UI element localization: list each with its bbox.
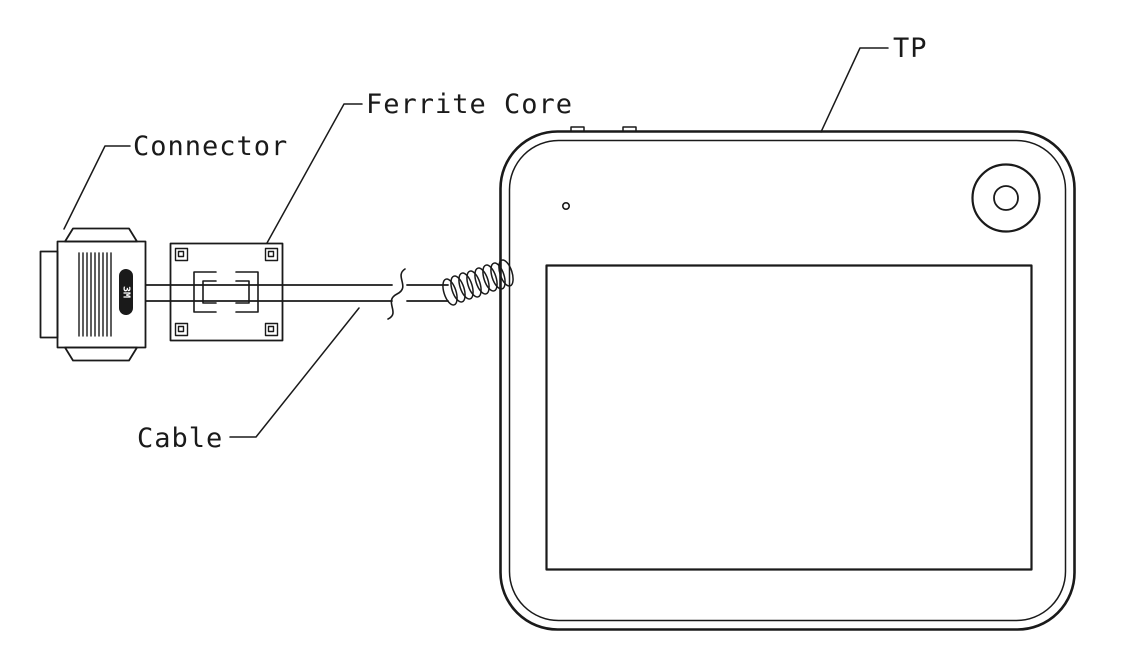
ferrite-core-drawing	[169, 242, 284, 342]
coil-loop	[458, 272, 474, 300]
connector-brand-pill	[119, 269, 133, 315]
top-button-right	[622, 126, 637, 132]
cable-break-symbol	[387, 268, 406, 320]
coil-loop	[442, 278, 458, 306]
leader-lines	[63, 47, 889, 438]
ferrite-core-body	[169, 242, 284, 342]
ferrite-corner-tr-inner	[267, 250, 275, 258]
coil-loop	[482, 264, 498, 292]
leader-line-ferrite-core	[266, 103, 363, 244]
tp-device	[499, 126, 1076, 631]
tp-inner-outline	[508, 139, 1067, 622]
top-button-left	[570, 126, 585, 132]
connector-ribs	[78, 252, 112, 337]
labels: Connector Ferrite Core Cable TP	[133, 33, 928, 454]
ferrite-latch-right-inner	[235, 280, 250, 304]
tp-screen	[545, 264, 1033, 571]
connector-drawing: 3M	[39, 227, 147, 362]
coil-loop	[466, 270, 482, 298]
coil-loop	[498, 259, 514, 287]
ferrite-corner-tl	[174, 247, 189, 262]
tp-outer-outline	[499, 130, 1076, 631]
ferrite-latch-left-outer	[193, 271, 217, 313]
led-dot	[561, 202, 570, 211]
coil-loop	[474, 267, 490, 295]
cable-coil	[442, 259, 514, 306]
camera-inner-circle	[993, 185, 1019, 211]
leader-line-cable	[229, 307, 360, 438]
coil-loop	[490, 262, 506, 290]
ferrite-latch-right-outer	[235, 271, 259, 313]
label-tp: TP	[893, 33, 928, 64]
label-ferrite-core: Ferrite Core	[366, 89, 573, 120]
ferrite-corner-br-inner	[267, 325, 275, 333]
ferrite-corner-tl-inner	[177, 250, 185, 258]
label-connector: Connector	[133, 131, 288, 162]
connector-top-cap	[64, 227, 138, 243]
leader-line-tp	[820, 47, 889, 133]
cable-drawing	[145, 268, 449, 320]
ferrite-corner-tr	[264, 247, 279, 262]
ferrite-latch-left-inner	[202, 280, 217, 304]
ferrite-corner-bl-inner	[177, 325, 185, 333]
camera-outer-circle	[971, 163, 1041, 233]
connector-face	[39, 250, 59, 339]
ferrite-corner-br	[264, 322, 279, 337]
connector-brand-text: 3M	[121, 286, 132, 298]
coil-loop	[450, 275, 466, 303]
ferrite-corner-bl	[174, 322, 189, 337]
connector-bottom-cap	[64, 346, 138, 362]
label-cable: Cable	[137, 423, 223, 454]
leader-line-connector	[63, 145, 131, 230]
